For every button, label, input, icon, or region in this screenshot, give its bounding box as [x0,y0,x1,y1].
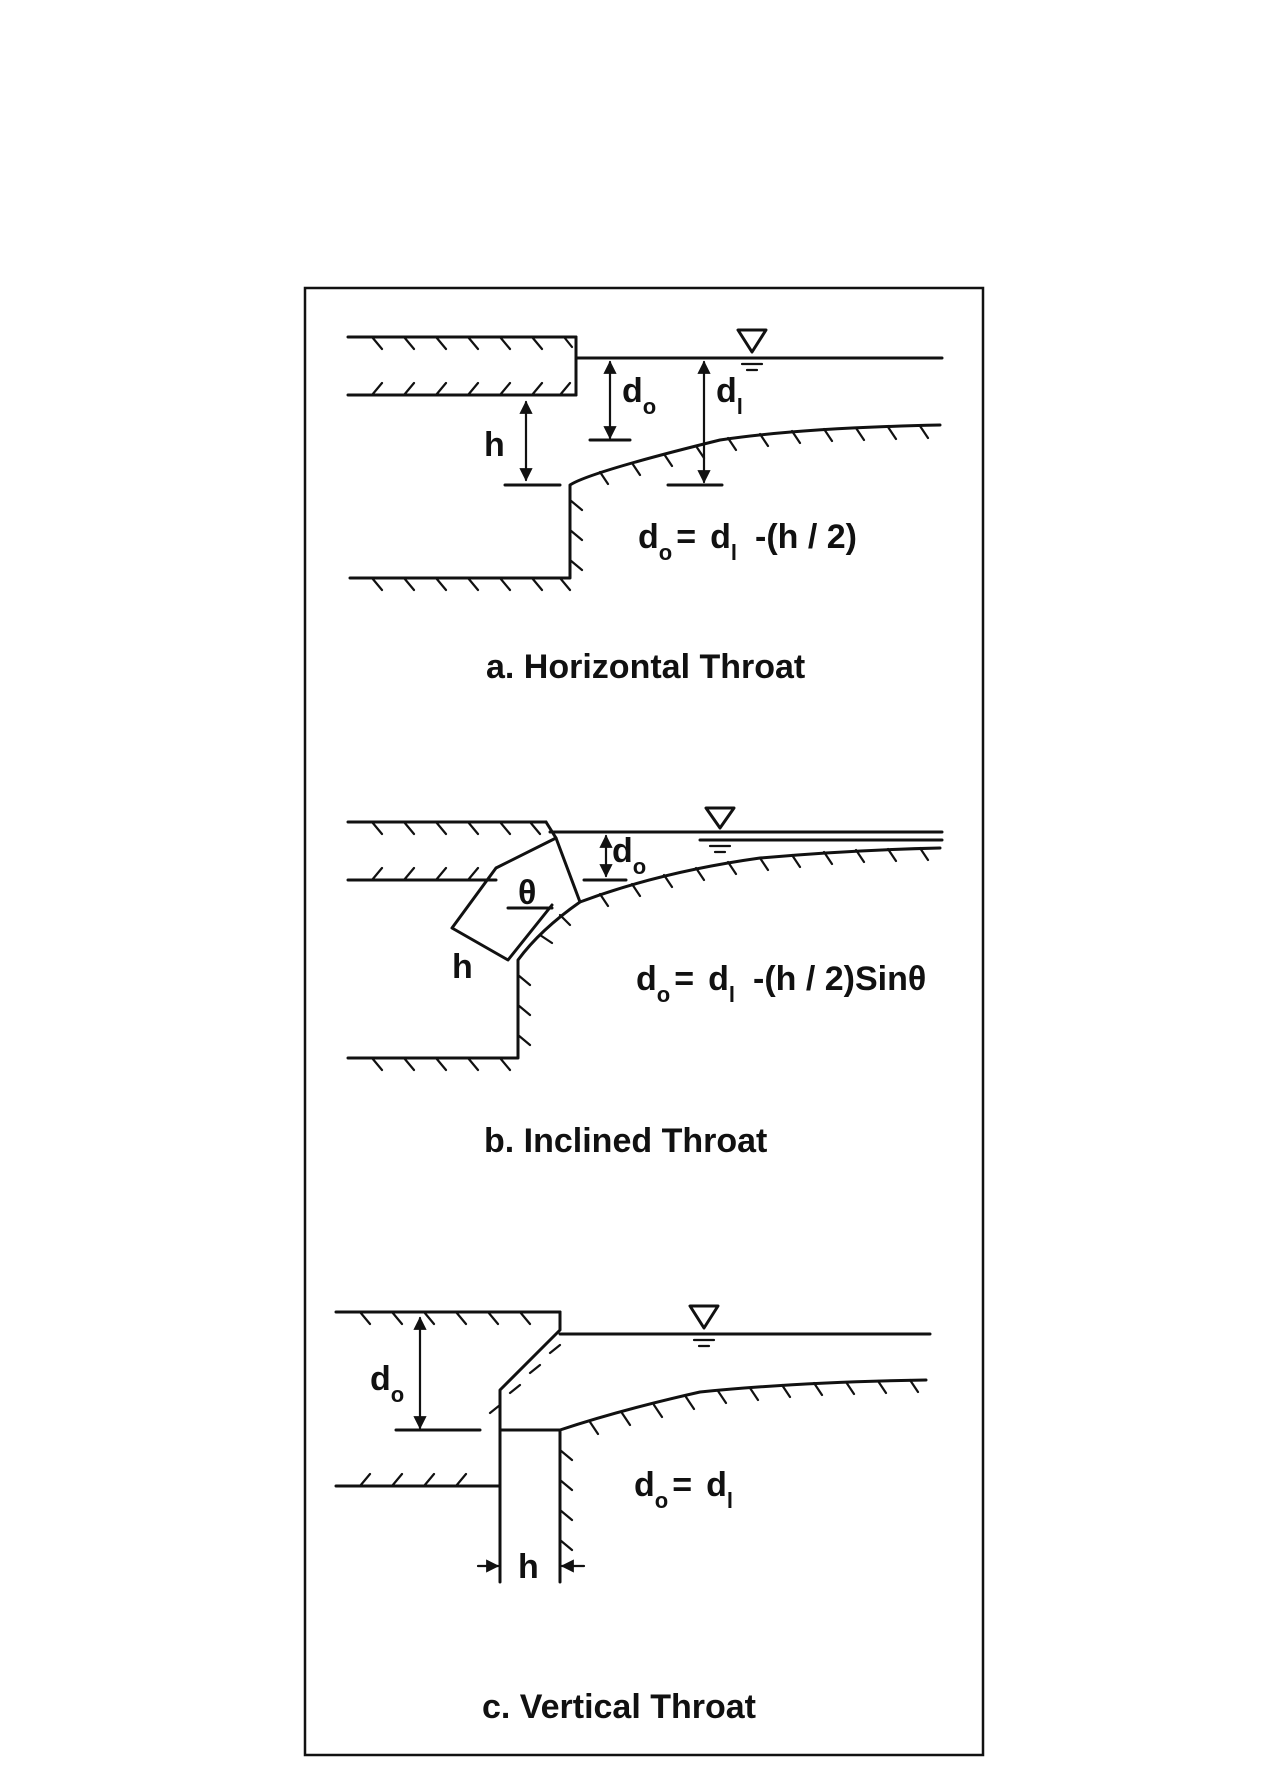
floor-hatching [370,846,930,1072]
label-h: h [484,426,505,464]
equation-horizontal: do=dl-(h / 2) [638,518,857,565]
floor-hatching [370,424,930,592]
spillway-floor-profile [346,846,942,1060]
equation-inclined: do=dl-(h / 2)Sinθ [636,960,926,1007]
spillway-floor-profile [348,423,942,580]
upper-channel-end [544,820,558,840]
inclined-throat-outline [450,836,582,962]
label-do: do [612,832,646,879]
roof-hatching [358,1310,562,1488]
spillway-floor-profile [558,1378,928,1562]
label-dl: dl [716,372,743,419]
panel-inclined-throat: θ h do do=dl-(h / 2)Sinθ b. Inclined Thr… [346,806,944,1160]
label-h: h [518,1548,539,1586]
label-theta: θ [518,874,536,912]
figure-frame [303,286,985,1757]
label-do: do [622,372,656,419]
caption-inclined-throat: b. Inclined Throat [484,1122,767,1160]
equation-vertical: do=dl [634,1466,733,1513]
water-surface-triangle-icon [688,1304,720,1348]
vertical-throat-upper-wall [498,1310,562,1432]
label-h: h [452,948,473,986]
water-surface-triangle-icon [704,806,736,854]
label-do: do [370,1360,404,1407]
caption-vertical-throat: c. Vertical Throat [482,1688,756,1726]
floor-hatching [558,1378,920,1552]
roof-hatching [370,820,542,882]
panel-horizontal-throat: h do dl do=dl-(h / 2) a. Horizontal Thro… [346,328,944,686]
caption-horizontal-throat: a. Horizontal Throat [486,648,805,686]
roof-hatching [370,335,574,397]
water-surface-triangle-icon [736,328,768,372]
panel-vertical-throat: h do do=dl c. Vertical Throat [334,1304,932,1726]
